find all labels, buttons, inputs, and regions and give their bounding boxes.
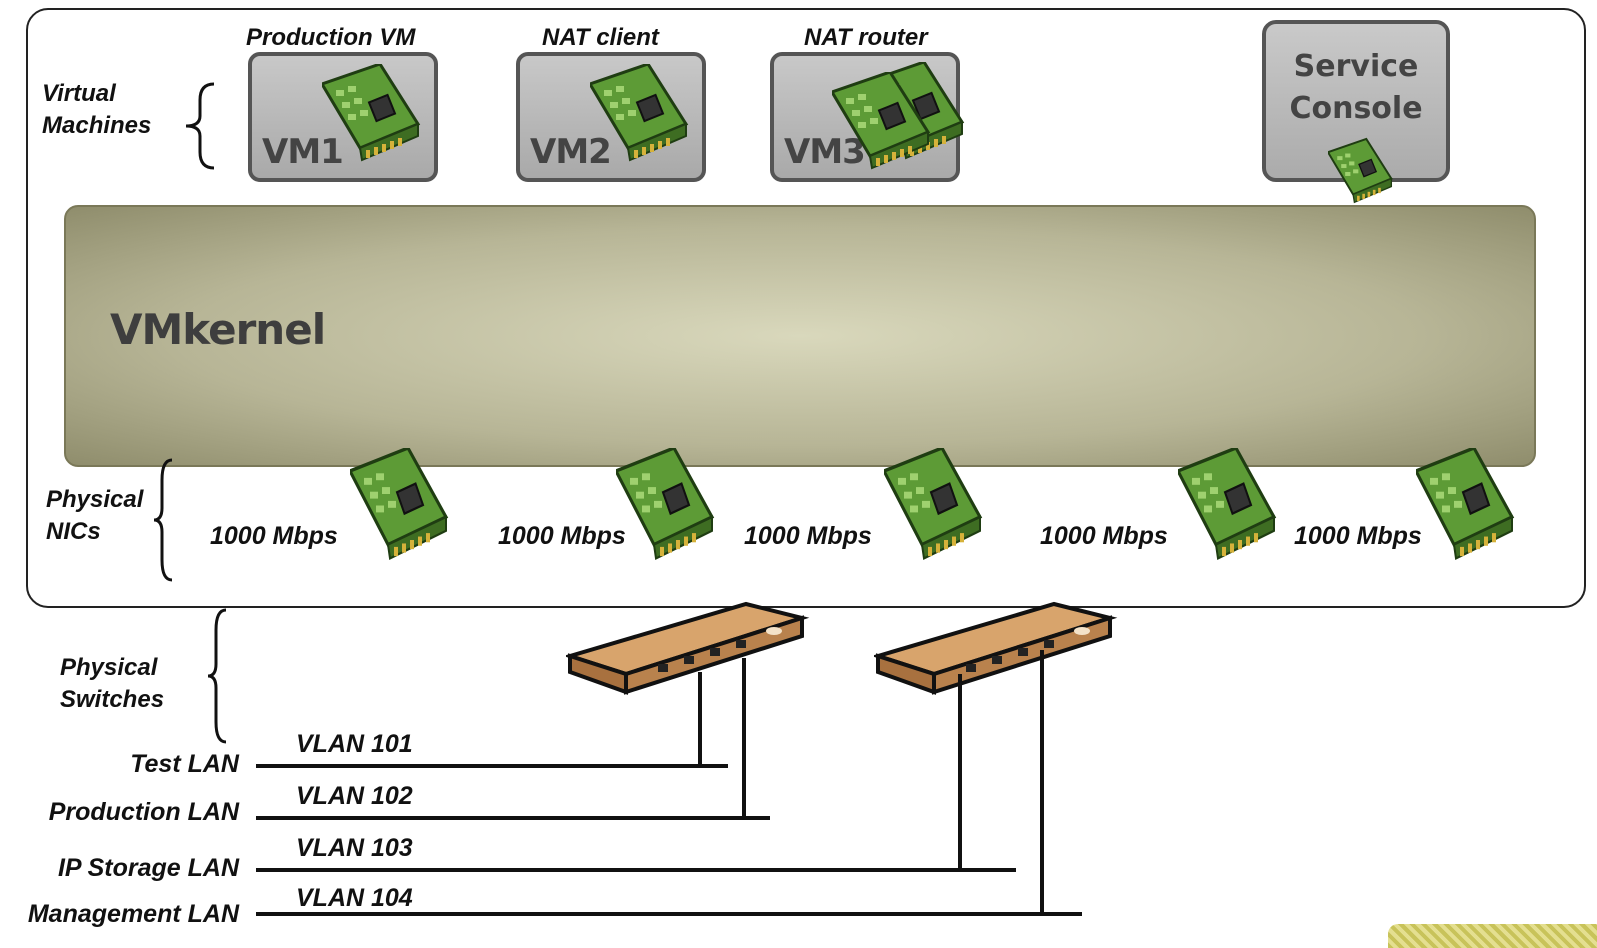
vm3-name: VM3: [784, 132, 866, 172]
vmkernel-label: VMkernel: [110, 305, 326, 354]
physical-nic-4-icon: [1178, 448, 1276, 561]
vm2-name: VM2: [530, 132, 612, 172]
nic-1-speed: 1000 Mbps: [210, 522, 338, 550]
storage-lan-label: IP Storage LAN: [57, 854, 239, 882]
vlan-101-label: VLAN 101: [296, 730, 413, 758]
vm1-name: VM1: [262, 132, 344, 172]
vm1-caption: Production VM: [246, 24, 416, 51]
corner-pattern: [1388, 924, 1597, 948]
nic-2-speed: 1000 Mbps: [498, 522, 626, 550]
service-console-nic-icon: [1328, 138, 1393, 204]
nic-3-speed: 1000 Mbps: [744, 522, 872, 550]
management-lan-line: [256, 912, 1082, 916]
uplink-switch2-storage: [958, 674, 962, 870]
uplink-switch1-test: [698, 672, 702, 768]
production-lan-line: [256, 816, 770, 820]
nic-brace-icon: [153, 458, 173, 582]
vlan-103-label: VLAN 103: [296, 834, 413, 862]
vlan-102-label: VLAN 102: [296, 782, 413, 810]
vm3-caption: NAT router: [804, 24, 928, 51]
physical-nics-label: Physical NICs: [46, 486, 144, 545]
vm1-nic-icon: [322, 64, 420, 162]
storage-lan-line: [256, 868, 1016, 872]
virtual-machines-label: Virtual Machines: [42, 80, 152, 139]
production-lan-label: Production LAN: [48, 798, 239, 826]
switch-brace-icon: [207, 608, 227, 744]
nic-5-speed: 1000 Mbps: [1294, 522, 1422, 550]
vm2-nic-icon: [590, 64, 688, 162]
uplink-switch1-production: [742, 658, 746, 818]
vm3-nic-icon-front: [832, 72, 930, 170]
physical-switches-label: Physical Switches: [60, 654, 165, 713]
vm-brace-icon: [185, 82, 215, 170]
service-console-label: Service Console: [1289, 49, 1423, 126]
uplink-switch2-management: [1040, 650, 1044, 916]
physical-switch-1-icon: [568, 602, 804, 694]
vlan-104-label: VLAN 104: [296, 884, 413, 912]
test-lan-line: [256, 764, 728, 768]
physical-nic-2-icon: [616, 448, 714, 561]
physical-nic-5-icon: [1416, 448, 1514, 561]
physical-switch-2-icon: [876, 602, 1112, 694]
nic-4-speed: 1000 Mbps: [1040, 522, 1168, 550]
management-lan-label: Management LAN: [27, 900, 239, 928]
test-lan-label: Test LAN: [130, 750, 239, 778]
physical-nic-3-icon: [884, 448, 982, 561]
vm2-caption: NAT client: [542, 24, 659, 51]
vmkernel-layer: VMkernel: [64, 205, 1536, 467]
physical-nic-1-icon: [350, 448, 448, 561]
